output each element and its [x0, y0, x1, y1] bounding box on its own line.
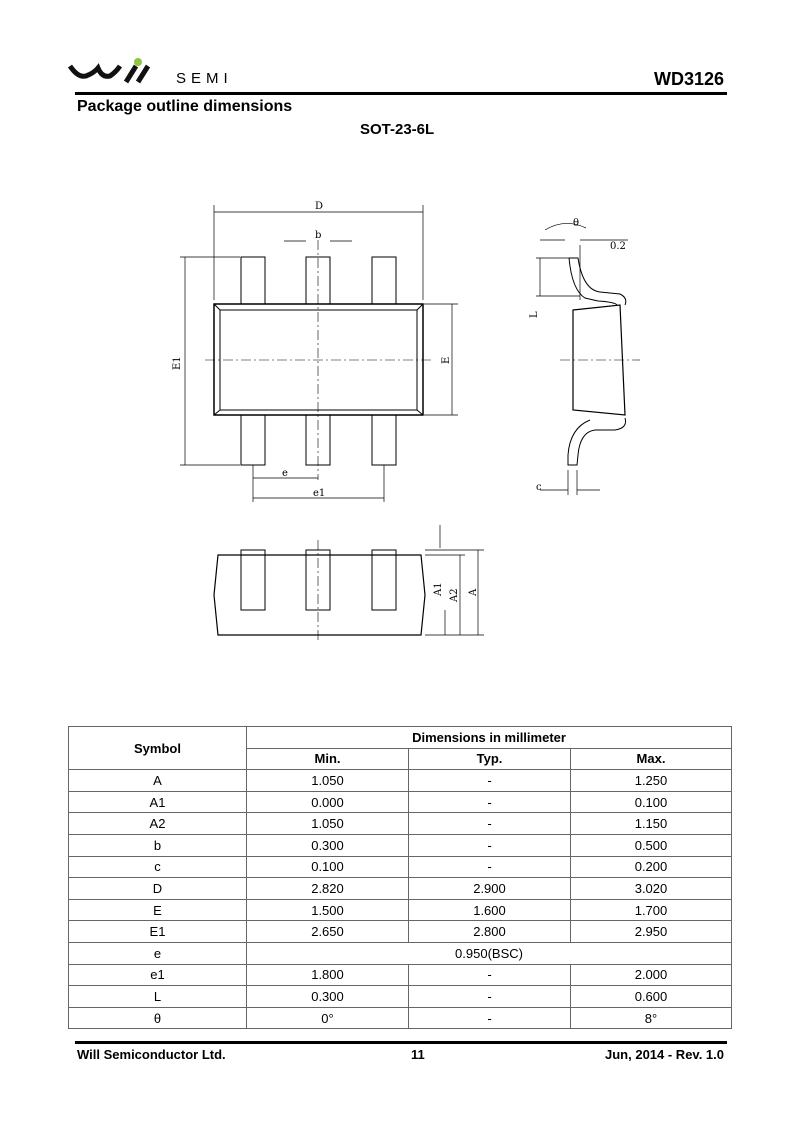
- cell-min: 1.800: [246, 963, 409, 987]
- cell-symbol: E: [68, 898, 247, 922]
- cell-min: 0.300: [246, 833, 409, 857]
- cell-min: 1.500: [246, 898, 409, 922]
- cell-symbol: c: [68, 855, 247, 879]
- cell-typ: -: [408, 833, 571, 857]
- cell-max: 0.200: [570, 855, 732, 879]
- part-number: WD3126: [653, 69, 724, 89]
- section-title: Package outline dimensions: [77, 98, 293, 115]
- cell-symbol: A: [68, 769, 247, 792]
- cell-typ: 2.900: [408, 877, 571, 900]
- cell-symbol: A1: [68, 790, 247, 814]
- cell-max: 3.020: [570, 877, 732, 900]
- side-view: θ 0.2 L c: [529, 218, 640, 495]
- cell-symbol: e: [68, 941, 247, 965]
- col-header-typ: Typ.: [408, 747, 571, 771]
- cell-symbol: θ: [68, 1006, 247, 1030]
- symbol-header: Symbol: [68, 725, 247, 771]
- cell-typ: -: [408, 855, 571, 879]
- col-header-min: Min.: [246, 747, 409, 771]
- cell-max: 1.700: [570, 898, 732, 922]
- cell-max: 0.500: [570, 833, 732, 857]
- cell-min: 0.300: [246, 985, 409, 1008]
- package-outline-drawing: D b E1 E e e1 θ 0.2 L c A1 A2 A: [172, 201, 640, 640]
- cell-typ: -: [408, 1006, 571, 1030]
- dim-label-E: E: [441, 357, 452, 364]
- cell-symbol: D: [68, 877, 247, 900]
- dim-label-E1: E1: [172, 356, 183, 370]
- dim-label-b: b: [315, 230, 321, 241]
- company-logo: SEMI: [67, 56, 258, 88]
- footer-rule: [75, 1041, 727, 1044]
- cell-max: 2.000: [570, 963, 732, 987]
- cell-min: 2.820: [246, 877, 409, 900]
- cell-max: 0.600: [570, 985, 732, 1008]
- cell-span: 0.950(BSC): [246, 941, 732, 965]
- cell-typ: -: [408, 790, 571, 814]
- cell-max: 1.250: [570, 769, 732, 792]
- cell-typ: 1.600: [408, 898, 571, 922]
- cell-symbol: b: [68, 833, 247, 857]
- cell-min: 2.650: [246, 920, 409, 943]
- will-logo-mark: [67, 58, 151, 84]
- cell-typ: -: [408, 985, 571, 1008]
- dim-label-e1: e1: [313, 488, 325, 499]
- dim-label-e: e: [282, 468, 288, 479]
- cell-symbol: e1: [68, 963, 247, 987]
- header-rule: [75, 92, 727, 95]
- cell-typ: -: [408, 769, 571, 792]
- cell-max: 8°: [570, 1006, 732, 1030]
- footer-revision: Jun, 2014 - Rev. 1.0: [605, 1047, 724, 1062]
- cell-symbol: L: [68, 985, 247, 1008]
- cell-min: 1.050: [246, 769, 409, 792]
- cell-typ: -: [408, 963, 571, 987]
- dim-label-A: A: [468, 588, 479, 597]
- cell-typ: -: [408, 812, 571, 835]
- dim-label-theta: θ: [573, 218, 579, 229]
- cell-typ: 2.800: [408, 920, 571, 943]
- cell-max: 2.950: [570, 920, 732, 943]
- cell-max: 0.100: [570, 790, 732, 814]
- front-view: A1 A2 A: [213, 525, 484, 640]
- dim-label-lead-offset: 0.2: [610, 241, 626, 252]
- dim-label-L: L: [529, 311, 540, 318]
- dim-label-A1: A1: [433, 582, 444, 597]
- cell-min: 1.050: [246, 812, 409, 835]
- logo-text: SEMI: [176, 70, 233, 87]
- cell-min: 0.100: [246, 855, 409, 879]
- leads: [240, 256, 397, 466]
- cell-symbol: A2: [68, 812, 247, 835]
- col-header-max: Max.: [570, 747, 732, 771]
- page-number: 11: [411, 1047, 425, 1062]
- footer-company: Will Semiconductor Ltd.: [77, 1047, 226, 1062]
- cell-min: 0°: [246, 1006, 409, 1030]
- dim-label-c: c: [536, 482, 542, 493]
- package-name: SOT-23-6L: [360, 121, 435, 138]
- cell-symbol: E1: [68, 920, 247, 943]
- group-header: Dimensions in millimeter: [246, 726, 732, 749]
- dim-label-D: D: [315, 201, 323, 212]
- dim-label-A2: A2: [449, 588, 460, 603]
- cell-min: 0.000: [246, 790, 409, 814]
- cell-max: 1.150: [570, 812, 732, 835]
- top-view: D b E1 E e e1: [172, 201, 458, 502]
- dimensions-table: Symbol Dimensions in millimeter Min. Typ…: [68, 725, 732, 1030]
